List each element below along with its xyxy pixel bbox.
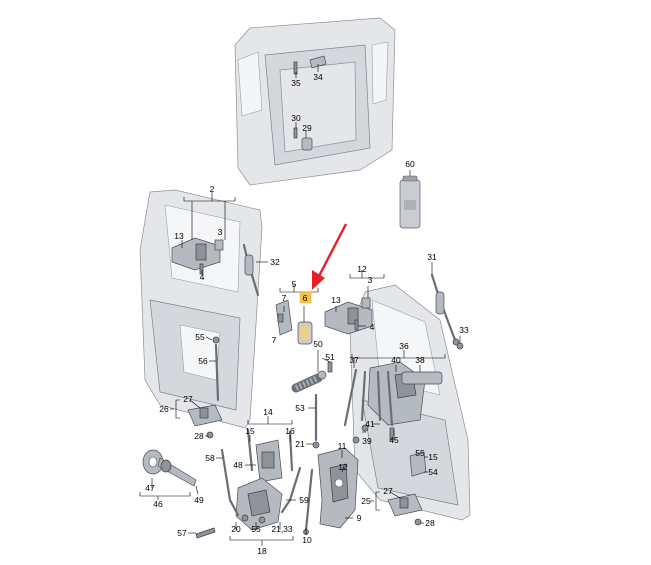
callout-36: 36 xyxy=(399,341,409,351)
lock-13-left xyxy=(171,237,224,275)
rear-screw-30 xyxy=(293,127,298,139)
callout-33: 33 xyxy=(459,325,469,335)
callout-3-right: 3 xyxy=(368,275,373,285)
callout-40: 40 xyxy=(391,355,401,365)
callout-31: 31 xyxy=(427,252,437,262)
callout-59: 59 xyxy=(299,495,309,505)
callout-13-left: 13 xyxy=(174,231,184,241)
callout-20: 20 xyxy=(231,524,241,534)
callout-28-left: 28 xyxy=(194,431,204,441)
callout-15: 15 xyxy=(245,426,255,436)
handle-38 xyxy=(401,371,443,385)
part-6-highlighted xyxy=(297,321,313,345)
spray-can-60 xyxy=(399,170,421,229)
callout-60: 60 xyxy=(405,159,415,169)
callout-12-lower: 12 xyxy=(338,462,348,472)
red-arrow xyxy=(312,223,348,290)
rod-53 xyxy=(312,393,320,449)
callout-13-right: 13 xyxy=(331,295,341,305)
callout-54: 54 xyxy=(428,467,438,477)
callout-12: 12 xyxy=(357,264,367,274)
cable-32 xyxy=(242,243,260,297)
rear-bolt-35 xyxy=(293,61,298,75)
rod-58 xyxy=(220,448,240,517)
callout-48: 48 xyxy=(233,460,243,470)
cable-31 xyxy=(430,273,460,346)
hinge-25-right xyxy=(387,493,423,526)
callout-37: 37 xyxy=(349,355,359,365)
callout-28-right: 28 xyxy=(425,518,435,528)
callout-7-bottom: 7 xyxy=(272,335,277,345)
callout-14: 14 xyxy=(263,407,273,417)
callout-35: 35 xyxy=(291,78,301,88)
callout-9: 9 xyxy=(357,513,362,523)
callout-45: 45 xyxy=(389,435,399,445)
callout-51: 51 xyxy=(325,352,335,362)
callout-47: 47 xyxy=(145,483,155,493)
highlight-box-6 xyxy=(299,291,312,304)
callout-10: 10 xyxy=(302,535,312,545)
hinge-26-left xyxy=(187,404,223,439)
callout-55-upper: 55 xyxy=(195,332,205,342)
callout-39: 39 xyxy=(362,436,372,446)
rear-bracket-34 xyxy=(309,55,327,69)
callout-34: 34 xyxy=(313,72,323,82)
callout-27-right: 27 xyxy=(383,486,393,496)
callout-15-right: 15 xyxy=(428,452,438,462)
clip-55-upper xyxy=(212,336,220,402)
callout-18: 18 xyxy=(257,546,267,556)
callout-27-left: 27 xyxy=(183,394,193,404)
callout-5: 5 xyxy=(292,279,297,289)
left-sliding-door xyxy=(139,189,263,429)
callout-38: 38 xyxy=(415,355,425,365)
callout-26: 26 xyxy=(159,404,169,414)
callout-46: 46 xyxy=(153,499,163,509)
callout-30: 30 xyxy=(291,113,301,123)
callout-55-bottom: 55 xyxy=(251,524,261,534)
callout-50: 50 xyxy=(313,339,323,349)
screw-57 xyxy=(195,527,216,539)
callout-29: 29 xyxy=(302,123,312,133)
callout-16: 16 xyxy=(285,426,295,436)
lock-assembly-55 xyxy=(235,477,283,531)
lock-cylinder-46 xyxy=(142,449,197,487)
leader-lines xyxy=(139,64,461,546)
latch-48 xyxy=(246,428,294,483)
rear-latch-29 xyxy=(301,137,313,151)
callout-labels: 35 34 30 29 60 2 13 3 4 32 5 7 6 7 12 3 … xyxy=(145,72,469,556)
callout-49: 49 xyxy=(194,495,204,505)
callout-6: 6 xyxy=(303,293,308,303)
callout-21: 21 xyxy=(295,439,305,449)
callout-41: 41 xyxy=(365,419,375,429)
callout-53: 53 xyxy=(295,403,305,413)
callout-58: 58 xyxy=(205,453,215,463)
vehicle-rear-view xyxy=(234,17,396,186)
handle-7 xyxy=(275,299,293,336)
callout-57: 57 xyxy=(177,528,187,538)
callout-25: 25 xyxy=(361,496,371,506)
spring-50 xyxy=(291,370,327,393)
callout-32: 32 xyxy=(270,257,280,267)
callout-3-left: 3 xyxy=(218,227,223,237)
callout-2: 2 xyxy=(210,184,215,194)
part-33 xyxy=(456,342,464,350)
callout-55-right: 55 xyxy=(415,448,425,458)
callout-7-top: 7 xyxy=(282,293,287,303)
inner-lock-mechanism xyxy=(343,361,443,444)
callout-4-left: 4 xyxy=(200,272,205,282)
callout-11: 11 xyxy=(338,441,347,451)
bracket-9 xyxy=(317,447,359,529)
rod-59 xyxy=(280,466,302,514)
callout-56: 56 xyxy=(198,356,208,366)
callout-4-right: 4 xyxy=(370,322,375,332)
callout-21-33: 21,33 xyxy=(271,524,293,534)
part-51 xyxy=(327,361,333,373)
